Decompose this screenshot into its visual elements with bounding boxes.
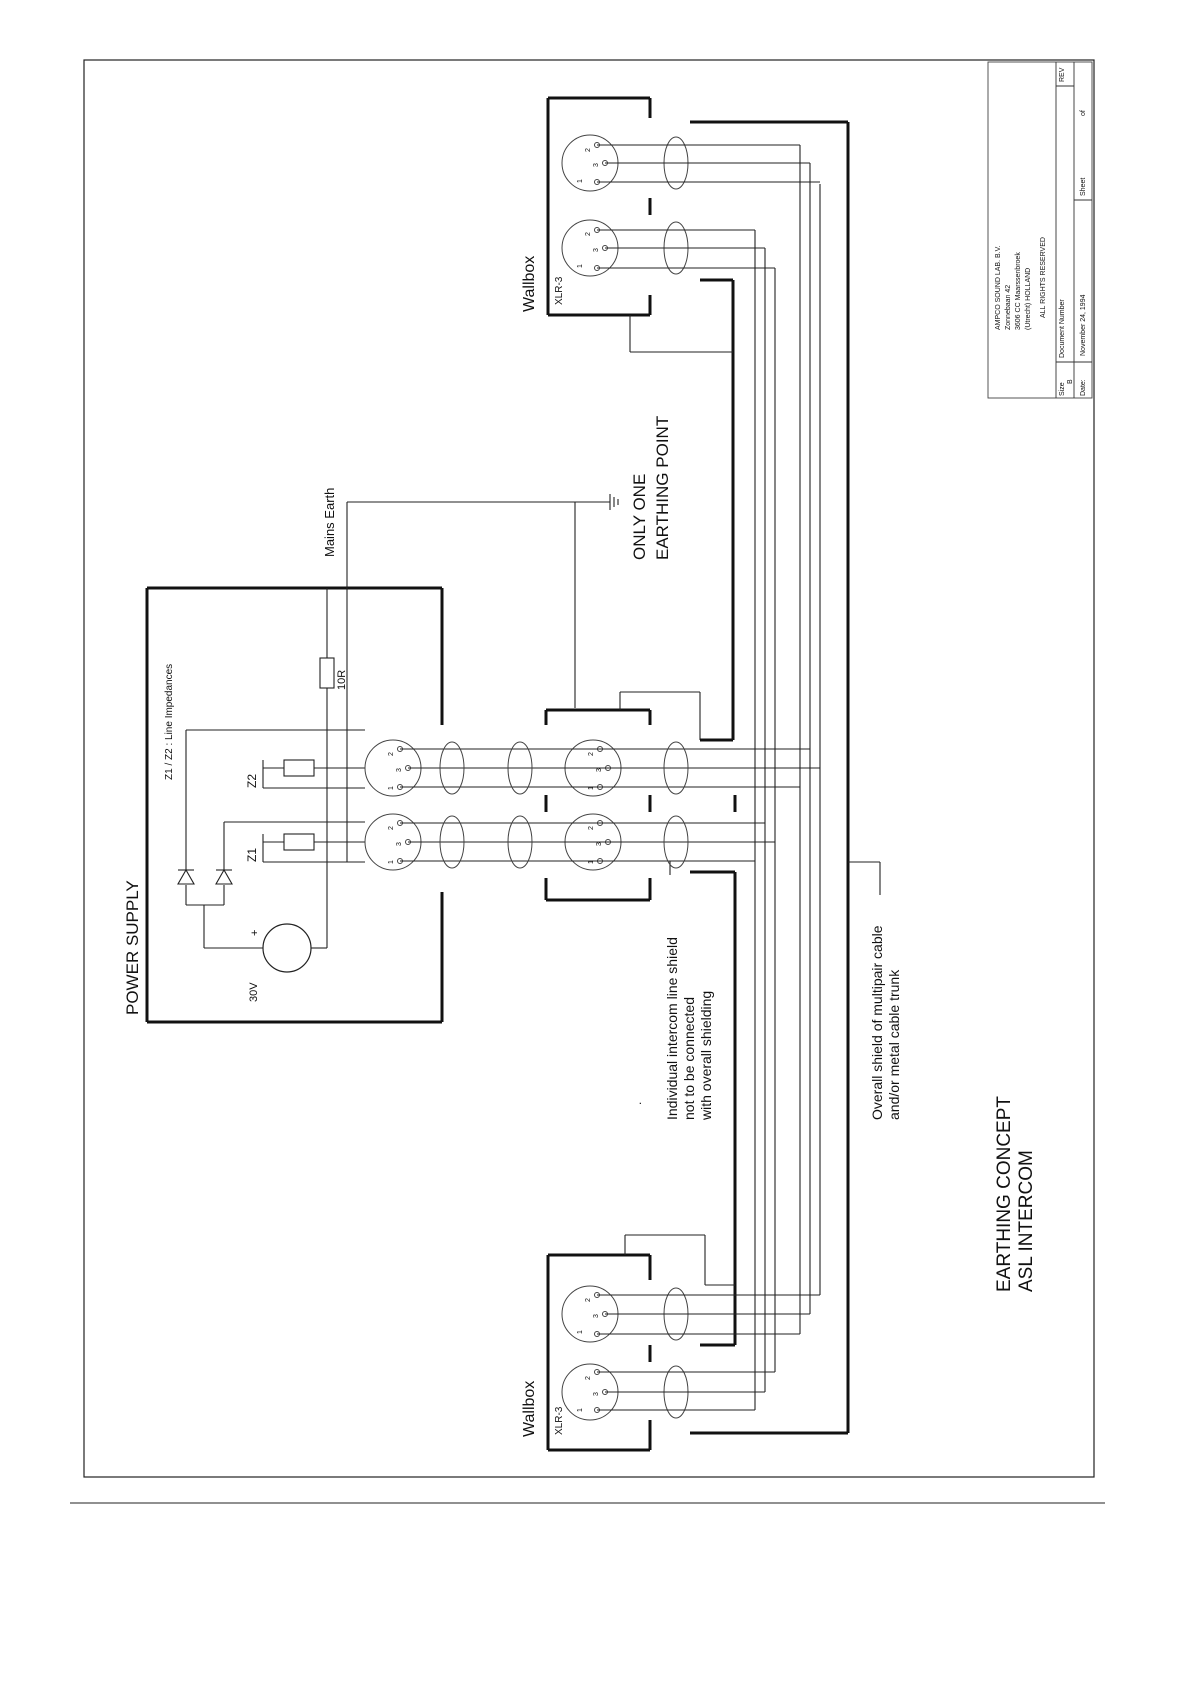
mains-earth-label: Mains Earth	[322, 488, 337, 557]
pin-label: 1	[577, 1330, 584, 1334]
voltage-source	[262, 923, 312, 973]
pin-label: 2	[588, 826, 595, 830]
company-name: AMPCO SOUND LAB. B.V.	[995, 245, 1002, 330]
pin-label: 1	[577, 179, 584, 183]
title-block	[987, 61, 1093, 399]
z2-label: Z2	[245, 774, 259, 788]
pin-label: 3	[596, 842, 603, 846]
power-supply-box	[145, 586, 444, 1024]
title-line-2: ASL INTERCOM	[1016, 1150, 1037, 1292]
title-line-1: EARTHING CONCEPT	[994, 1096, 1015, 1292]
drawing-border	[83, 59, 1095, 1478]
pin-label: 1	[388, 860, 395, 864]
earthing-point-line-1: ONLY ONE	[630, 474, 649, 560]
pin-label: 3	[593, 248, 600, 252]
company-address-3: (Utrecht) HOLLAND	[1025, 268, 1032, 330]
overall-shield-line-2: and/or metal cable trunk	[886, 969, 902, 1120]
sheet-label: Sheet	[1080, 178, 1087, 196]
pin-label: 2	[585, 232, 592, 236]
pin-label: 3	[593, 1314, 600, 1318]
power-supply-label: POWER SUPPLY	[123, 880, 142, 1015]
pin-label: 2	[585, 1298, 592, 1302]
wallbox-bottom	[546, 1253, 689, 1452]
pin-label: 1	[588, 786, 595, 790]
shield-note-line-2: not to be connected	[681, 997, 697, 1120]
pin-label: 1	[577, 264, 584, 268]
company-address-1: Zonnebaan 42	[1005, 285, 1012, 330]
pin-label: 3	[396, 768, 403, 772]
pin-label: 1	[388, 786, 395, 790]
wallbox-top-label: Wallbox	[521, 256, 538, 312]
shield-note-line-1: Individual intercom line shield	[664, 937, 680, 1120]
pin-label: 3	[396, 842, 403, 846]
xlr-bottom-label: XLR-3	[554, 1406, 565, 1435]
date-value: November 24, 1994	[1080, 294, 1087, 356]
shield-note-line-3: with overall shielding	[698, 991, 714, 1121]
plus-label: +	[249, 930, 261, 936]
overall-shield-line-1: Overall shield of multipair cable	[869, 925, 885, 1120]
10r-resistor	[319, 657, 335, 689]
pin-label: 1	[577, 1408, 584, 1412]
earthing-point-line-2: EARTHING POINT	[653, 416, 672, 560]
pin-label: 2	[585, 1376, 592, 1380]
resistor-label: 10R	[336, 670, 348, 690]
shield-loops-center	[439, 741, 689, 869]
pin-label: 2	[388, 752, 395, 756]
overall-shield-trunk	[690, 120, 881, 1435]
wallbox-top	[546, 96, 689, 317]
pin-label: 3	[593, 163, 600, 167]
central-junction-box	[544, 708, 737, 902]
earth-ground-icon	[609, 494, 619, 510]
company-address-2: 3606 CC Maarssenbroek	[1015, 252, 1022, 330]
pin-label: 3	[593, 1392, 600, 1396]
of-label: of	[1080, 110, 1087, 116]
pin-label: 1	[588, 860, 595, 864]
xlr-top-label: XLR-3	[554, 276, 565, 305]
rev-label: REV	[1059, 67, 1066, 82]
document-number-label: Document Number	[1059, 299, 1066, 358]
diode-pair	[177, 729, 365, 948]
date-label: Date:	[1080, 379, 1087, 396]
pin-label: 2	[588, 752, 595, 756]
z1-label: Z1	[245, 848, 259, 862]
size-label: Size	[1059, 382, 1066, 396]
line-impedances-note: Z1 / Z2 : Line Impedances	[164, 664, 175, 780]
wallbox-bottom-label: Wallbox	[521, 1381, 538, 1437]
voltage-label: 30V	[248, 982, 260, 1002]
z2-impedance	[283, 759, 315, 777]
size-value: B	[1067, 379, 1074, 384]
stray-dot: .	[630, 1102, 644, 1105]
z1-impedance	[283, 833, 315, 851]
pin-label: 3	[596, 768, 603, 772]
pin-label: 2	[388, 826, 395, 830]
pin-label: 2	[585, 148, 592, 152]
rights-reserved: ALL RIGHTS RESERVED	[1040, 237, 1047, 318]
